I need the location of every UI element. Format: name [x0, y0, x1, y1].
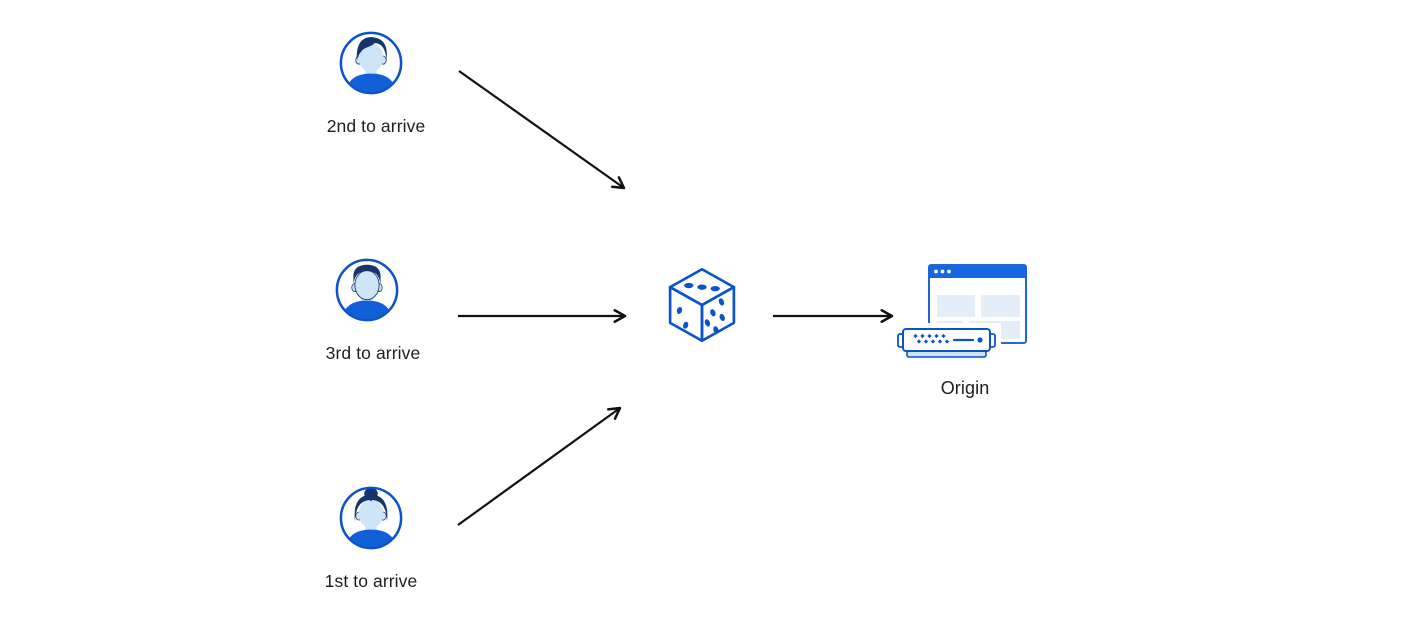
- node-user-first: 1st to arrive: [325, 485, 417, 591]
- node-origin: Origin: [896, 262, 1030, 398]
- origin-server-browser-icon: [896, 264, 1027, 364]
- arrow-user-second-to-randomizer: [458, 70, 626, 190]
- node-user-second: 2nd to arrive: [327, 30, 425, 136]
- node-randomizer: [667, 266, 737, 344]
- user-avatar-male-short-hair-icon: [335, 258, 399, 322]
- server-status-led: [977, 337, 983, 343]
- user-third-label: 3rd to arrive: [325, 343, 421, 363]
- user-second-label: 2nd to arrive: [326, 116, 426, 136]
- server-icon: [897, 328, 996, 358]
- node-user-third: 3rd to arrive: [326, 257, 420, 363]
- origin-label: Origin: [940, 378, 990, 398]
- user-avatar-female-bun-icon: [339, 486, 403, 550]
- user-first-label: 1st to arrive: [324, 571, 418, 591]
- arrow-user-first-to-randomizer: [457, 406, 622, 526]
- dice-icon: [668, 267, 736, 343]
- user-avatar-male-swept-hair-icon: [339, 31, 403, 95]
